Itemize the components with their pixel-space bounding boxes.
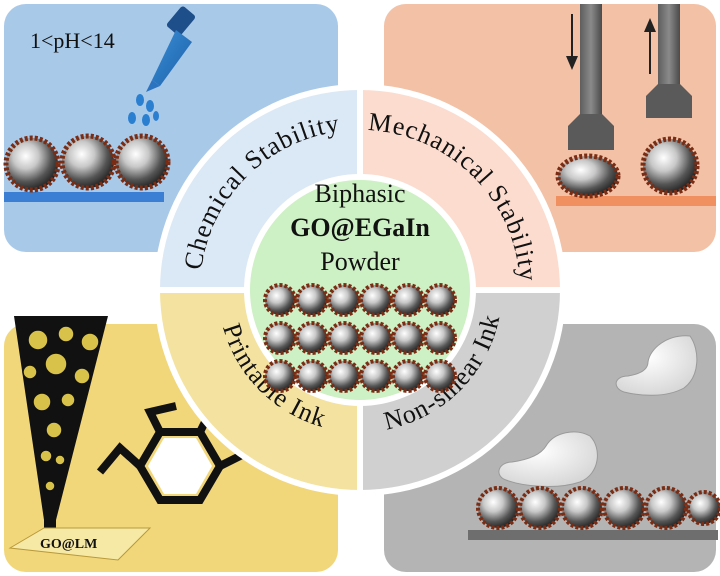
arrow-up-icon — [644, 18, 656, 74]
pattern-cell — [148, 438, 212, 494]
ph-range-label: 1<pH<14 — [30, 28, 115, 53]
press-tool-left-icon — [568, 4, 614, 150]
powder-particle — [295, 321, 329, 355]
powder-particle — [327, 321, 361, 355]
powder-particle — [263, 359, 297, 393]
go-egain-particles-bottom — [476, 486, 720, 530]
ring-segment-mechanical — [360, 90, 560, 290]
ring-segment-chemical — [160, 90, 360, 290]
powder-particle — [391, 283, 425, 317]
powder-particle — [391, 359, 425, 393]
powder-particle — [327, 283, 361, 317]
center-title-line2: GO@EGaIn — [290, 213, 430, 242]
powder-particle — [423, 283, 457, 317]
powder-particle-stack — [263, 283, 457, 393]
center-title-line3: Powder — [320, 247, 400, 276]
glove-hand-upper-icon — [615, 335, 698, 396]
powder-particle — [359, 321, 393, 355]
nozzle-label: GO@LM — [40, 537, 97, 552]
powder-particle — [327, 359, 361, 393]
powder-particle — [423, 359, 457, 393]
center-title-line1: Biphasic — [315, 179, 406, 208]
glove-hand-lower-icon — [498, 431, 598, 487]
powder-particle — [263, 283, 297, 317]
print-substrate — [8, 527, 152, 561]
ring-segment-printable — [160, 290, 360, 490]
arrow-down-icon — [566, 14, 578, 70]
powder-particle — [263, 321, 297, 355]
powder-particle — [359, 359, 393, 393]
pipette-icon — [146, 6, 196, 92]
powder-particle — [359, 283, 393, 317]
powder-particle — [391, 321, 425, 355]
substrate-blue — [4, 192, 164, 202]
go-egain-particles-right — [555, 136, 700, 199]
go-egain-particles-left — [3, 133, 171, 193]
ring-segment-nonsmear — [360, 290, 560, 490]
powder-particle — [295, 359, 329, 393]
substrate-orange — [556, 196, 716, 206]
ring-dividers — [156, 86, 564, 494]
substrate-gray — [468, 530, 718, 540]
water-drops-icon — [128, 94, 159, 126]
press-tool-right-icon — [646, 4, 692, 118]
powder-particle — [423, 321, 457, 355]
powder-particle — [295, 283, 329, 317]
nozzle-icon — [14, 316, 108, 546]
